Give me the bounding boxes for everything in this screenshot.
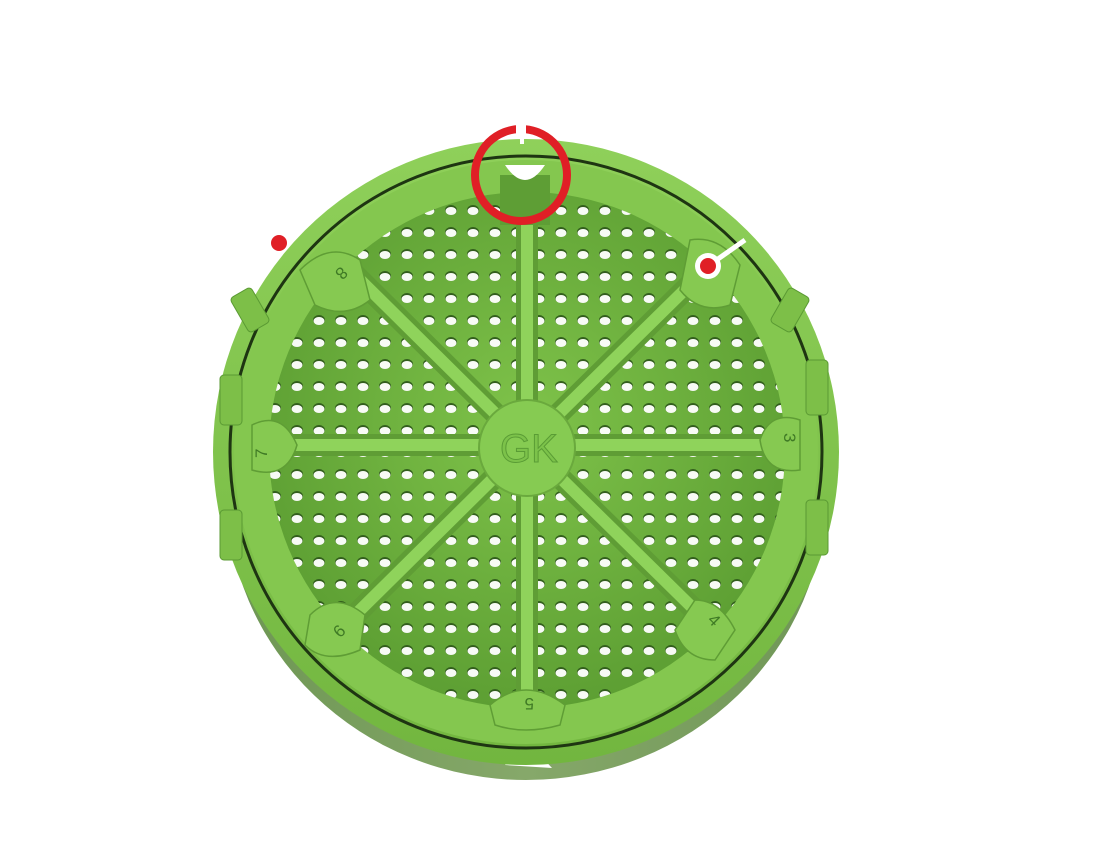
lug-marker-dot-icon (700, 258, 716, 274)
annotations (271, 120, 747, 279)
compartment-pockets (251, 238, 801, 731)
compartment-label-7: 7 (252, 449, 271, 458)
hub-logo: GK (500, 427, 558, 471)
center-hub: GK (478, 399, 576, 497)
compartment-label-3: 3 (780, 433, 799, 442)
outside-marker-dot-icon (271, 235, 287, 251)
compartment-label-5: 5 (525, 694, 534, 713)
